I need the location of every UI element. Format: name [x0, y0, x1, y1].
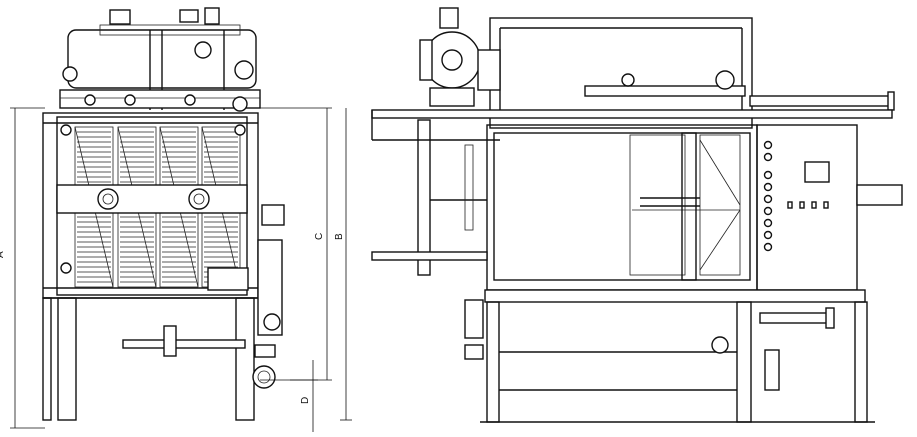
top-manifold	[584, 70, 895, 111]
top-rail	[371, 109, 893, 119]
dim-label-a: A	[0, 251, 6, 258]
front-legs	[42, 297, 258, 421]
dim-label-b: B	[334, 233, 345, 240]
side-view	[371, 7, 903, 423]
dimension-lines	[10, 107, 352, 432]
display-screen	[804, 161, 830, 183]
dim-label-d: D	[300, 397, 311, 404]
control-panel	[756, 124, 903, 291]
panel-hatching	[74, 126, 241, 288]
panel-buttons	[763, 140, 829, 252]
vacuum-pump	[419, 7, 501, 107]
door-mechanism	[371, 119, 488, 276]
top-tank-assembly	[59, 7, 261, 112]
side-pump	[207, 204, 285, 389]
side-base	[464, 289, 868, 423]
molding-chamber	[486, 124, 758, 291]
dim-label-c: C	[314, 233, 325, 240]
front-view	[10, 7, 352, 432]
